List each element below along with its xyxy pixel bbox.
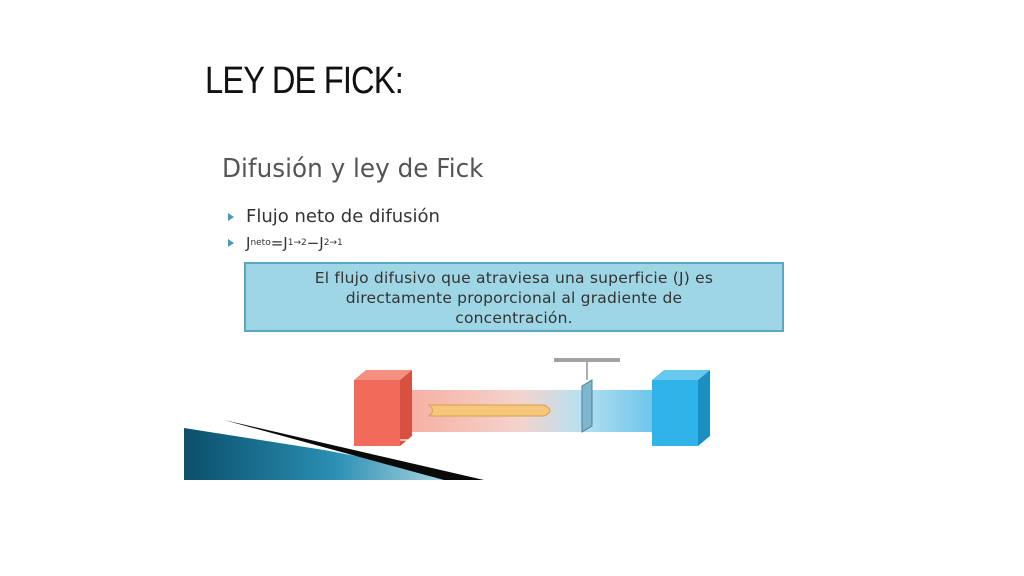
bullet-text: Flujo neto de difusión [246,206,440,227]
formula-minus: −J [306,234,324,252]
low-concentration-block [652,380,698,446]
formula-j: J [246,234,251,252]
formula-sub-2-1: 2→1 [323,238,343,248]
low-concentration-block-side [698,370,710,446]
high-concentration-block-top [354,370,412,380]
low-concentration-block-top [652,370,710,380]
figure-heading: Difusión y ley de Fick [222,154,484,184]
solute-flow-arrow [427,404,551,417]
triangle-bullet-icon [228,239,234,247]
formula-eq: =J [270,234,288,252]
bullet-item: Flujo neto de difusión [228,204,440,230]
swoosh-dark-edge [224,420,484,480]
diffusion-diagram [354,358,710,446]
definition-line: El flujo difusivo que atraviesa una supe… [314,269,714,287]
definition-line: concentración. [455,309,573,327]
plane-label-mark [554,358,620,362]
high-concentration-block [354,380,400,446]
high-concentration-block-side [400,370,412,446]
formula-sub-neto: neto [250,238,271,248]
definition-line: directamente proporcional al gradiente d… [345,289,683,307]
triangle-bullet-icon [228,213,234,221]
slide-title: LEY DE FICK: [205,60,404,102]
definition-box: El flujo difusivo que atraviesa una supe… [244,262,784,332]
formula-sub-1-2: 1→2 [287,238,307,248]
decorative-swoosh [184,420,484,480]
cross-section-plane [581,379,593,433]
fick-law-figure: Difusión y ley de Fick Flujo neto de dif… [184,140,800,480]
